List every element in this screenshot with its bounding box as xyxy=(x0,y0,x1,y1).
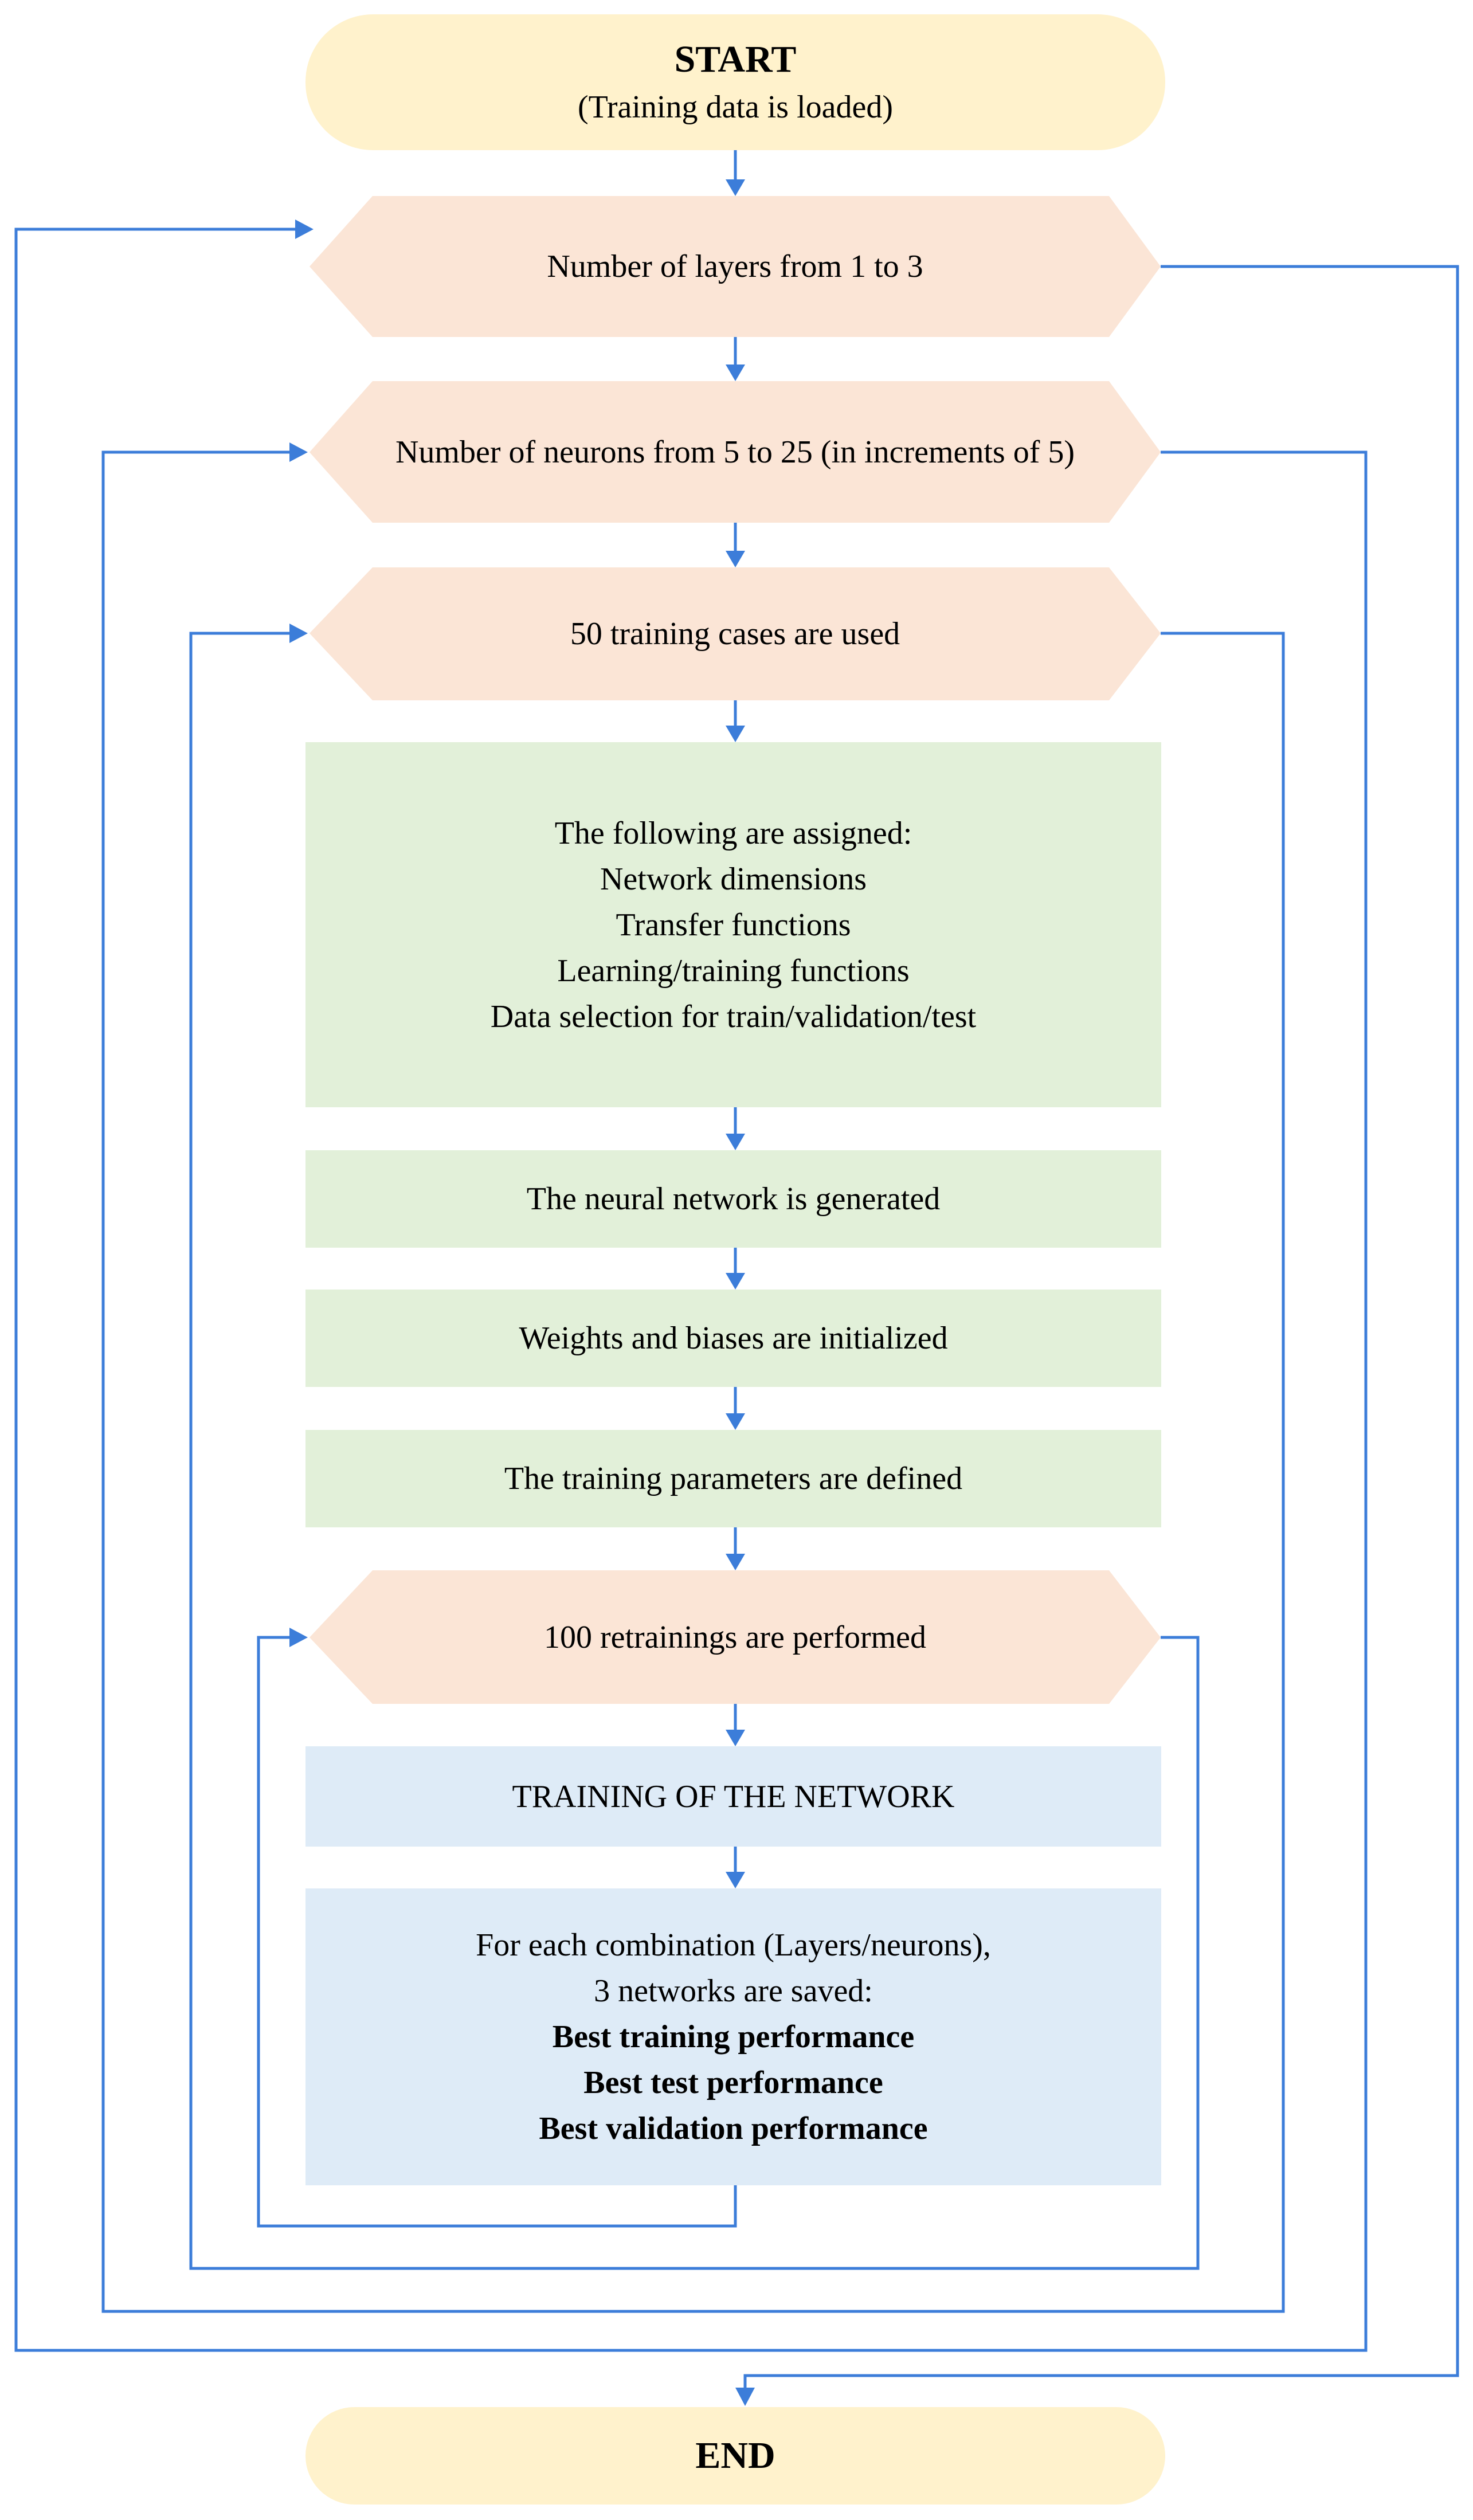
init-box xyxy=(305,1290,1161,1387)
arrowhead xyxy=(726,179,745,196)
arrowhead xyxy=(726,1134,745,1150)
loop-cases-exit xyxy=(101,450,1285,2313)
assign-item: Data selection for train/validation/test xyxy=(490,998,977,1034)
training-label: TRAINING OF THE NETWORK xyxy=(512,1778,955,1814)
arrowhead xyxy=(726,1554,745,1570)
flow-arrowheads xyxy=(726,179,745,1888)
save-line-1: For each combination (Layers/neurons), xyxy=(476,1927,991,1963)
start-terminal xyxy=(305,14,1165,150)
assign-item: Learning/training functions xyxy=(557,953,910,989)
arrowhead xyxy=(735,2388,755,2406)
loop-neurons-exit xyxy=(14,228,1368,2352)
loop-cases-shape xyxy=(310,567,1161,700)
loop-layers-shape xyxy=(310,196,1161,337)
generate-label: The neural network is generated xyxy=(526,1181,941,1217)
training-box xyxy=(305,1746,1161,1847)
save-box xyxy=(305,1888,1161,2185)
loop-arrowheads xyxy=(289,220,755,2406)
start-subtitle: (Training data is loaded) xyxy=(577,89,894,125)
params-label: The training parameters are defined xyxy=(504,1461,963,1496)
arrowhead xyxy=(289,624,308,643)
loop-retrainings-label: 100 retrainings are performed xyxy=(543,1619,927,1655)
assign-item: Transfer functions xyxy=(616,907,851,943)
arrowhead xyxy=(726,726,745,742)
init-label: Weights and biases are initialized xyxy=(519,1320,948,1356)
loop-retrainings-return xyxy=(257,1636,737,2228)
arrowhead xyxy=(726,1413,745,1430)
end-title: END xyxy=(695,2435,775,2476)
save-best-test: Best test performance xyxy=(583,2065,883,2100)
loop-cases-label: 50 training cases are used xyxy=(570,616,900,652)
loop-layers-exit xyxy=(743,265,1459,2390)
assign-heading: The following are assigned: xyxy=(554,815,912,851)
arrowhead xyxy=(295,220,314,239)
save-best-training: Best training performance xyxy=(552,2019,915,2055)
loop-layers-label: Number of layers from 1 to 3 xyxy=(547,249,923,284)
save-best-validation: Best validation performance xyxy=(539,2111,928,2146)
arrowhead xyxy=(289,442,308,462)
end-label: END xyxy=(305,2407,1165,2505)
start-label: START (Training data is loaded) xyxy=(305,14,1165,150)
arrowhead xyxy=(726,551,745,567)
arrowhead xyxy=(726,1730,745,1746)
generate-box xyxy=(305,1150,1161,1248)
start-title: START xyxy=(674,38,797,80)
arrowhead xyxy=(289,1628,308,1647)
loop-retrainings-exit xyxy=(189,632,1200,2270)
loop-connectors xyxy=(14,228,1459,2390)
assign-box xyxy=(305,742,1161,1107)
loop-neurons-label: Number of neurons from 5 to 25 (in incre… xyxy=(395,434,1075,470)
loop-retrainings-shape xyxy=(310,1570,1161,1704)
assign-item: Network dimensions xyxy=(600,861,867,897)
params-box xyxy=(305,1430,1161,1527)
end-terminal xyxy=(305,2407,1165,2505)
save-label: For each combination (Layers/neurons), 3… xyxy=(305,1888,1161,2185)
assign-label: The following are assigned: Network dime… xyxy=(305,742,1161,1107)
arrowhead xyxy=(726,365,745,381)
save-line-2: 3 networks are saved: xyxy=(594,1973,873,2009)
arrowhead xyxy=(726,1273,745,1290)
arrowhead xyxy=(726,1872,745,1888)
loop-neurons-shape xyxy=(310,381,1161,523)
